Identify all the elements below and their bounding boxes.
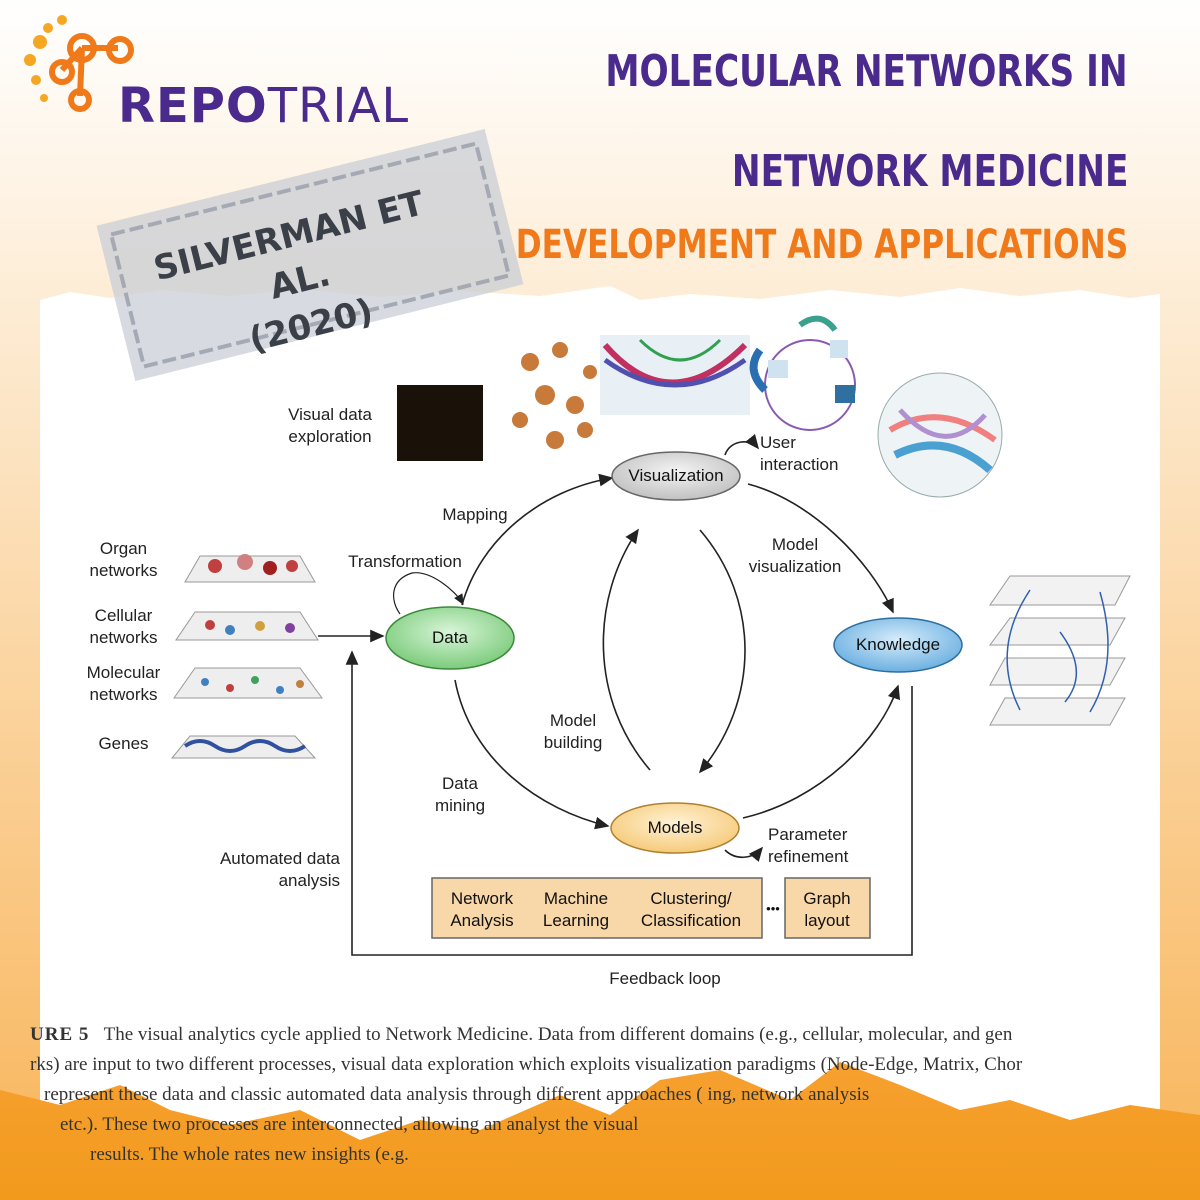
citation-stamp bbox=[96, 128, 524, 382]
label-automated-data-analysis-1: Automated data bbox=[219, 849, 340, 868]
method-clustering-classification-2: Classification bbox=[640, 911, 742, 930]
label-organ-networks-2: networks bbox=[89, 561, 158, 580]
label-parameter-refinement-1: Parameter bbox=[768, 825, 848, 844]
method-clustering-classification-1: Clustering/ bbox=[650, 889, 732, 908]
node-models bbox=[610, 802, 740, 854]
method-network-analysis-2: Analysis bbox=[450, 911, 514, 930]
label-visual-data-exploration: Visual data exploration bbox=[270, 404, 390, 448]
label-cellular-networks-2: networks bbox=[89, 628, 158, 647]
label-visual-data-exploration-1: Visual data bbox=[288, 405, 372, 424]
methods-box bbox=[431, 877, 763, 939]
arrow-transformation-loop bbox=[393, 572, 464, 615]
title-line-2: NETWORK MEDICINE bbox=[731, 146, 1128, 197]
label-mapping: Mapping bbox=[442, 505, 508, 524]
label-parameter-refinement-2: refinement bbox=[768, 847, 849, 866]
method-clustering-classification: Clustering/ Classification bbox=[628, 888, 754, 932]
node-visualization bbox=[611, 451, 741, 501]
label-feedback-loop: Feedback loop bbox=[609, 969, 721, 988]
label-user-interaction-2: interaction bbox=[760, 455, 839, 474]
method-graph-layout-1: Graph bbox=[803, 889, 851, 908]
label-automated-data-analysis-2: analysis bbox=[278, 871, 340, 890]
brand-name-bold: REPO bbox=[118, 78, 268, 134]
cluster-thumbnail bbox=[512, 342, 597, 449]
arrow-feedback-loop bbox=[345, 650, 913, 956]
layer-stack-right bbox=[989, 575, 1131, 726]
arrow-data-to-visualization bbox=[461, 473, 614, 606]
label-model-building-1: Model bbox=[549, 711, 597, 730]
repotrial-logo-mark bbox=[24, 15, 134, 112]
label-data-mining-2: mining bbox=[434, 796, 486, 815]
brand-name-light: TRIAL bbox=[267, 78, 410, 134]
label-transformation: Transformation bbox=[348, 552, 462, 571]
label-model-visualization-2: visualization bbox=[748, 557, 842, 576]
method-ellipsis: ••• bbox=[766, 901, 780, 916]
figure-caption: URE 5 The visual analytics cycle applied… bbox=[30, 1020, 1180, 1170]
method-graph-layout-2: layout bbox=[804, 911, 850, 930]
label-visual-data-exploration-2: exploration bbox=[288, 427, 372, 446]
caption-line-5: results. The whole rates new insights (e… bbox=[90, 1144, 409, 1165]
label-model-visualization-1: Model bbox=[771, 535, 819, 554]
cycle-arrows bbox=[318, 434, 913, 956]
node-link-thumbnail bbox=[749, 315, 856, 431]
layer-stack-left-content bbox=[183, 554, 307, 753]
caption-line-4: etc.). These two processes are interconn… bbox=[60, 1114, 639, 1135]
label-organ-networks: Organ networks bbox=[76, 538, 171, 582]
label-molecular-networks-1: Molecular bbox=[86, 663, 161, 682]
method-machine-learning: Machine Learning bbox=[534, 888, 618, 932]
graph-layout-box bbox=[784, 877, 871, 939]
node-knowledge-label: Knowledge bbox=[855, 635, 941, 654]
arrow-parameter-refinement-loop bbox=[724, 846, 764, 862]
label-cellular-networks-1: Cellular bbox=[94, 606, 153, 625]
label-data-mining-1: Data bbox=[442, 774, 478, 793]
label-model-visualization: Model visualization bbox=[730, 534, 860, 578]
label-genes: Genes bbox=[98, 734, 149, 753]
arrow-models-to-knowledge bbox=[742, 684, 901, 819]
label-molecular-networks-2: networks bbox=[89, 685, 158, 704]
method-graph-layout: Graph layout bbox=[787, 888, 867, 932]
arrow-visualization-to-knowledge bbox=[747, 483, 894, 614]
label-automated-data-analysis: Automated data analysis bbox=[195, 848, 340, 892]
node-knowledge bbox=[833, 617, 963, 673]
torn-paper-sheet bbox=[40, 286, 1160, 1200]
arrow-user-interaction-loop bbox=[724, 434, 760, 456]
label-user-interaction: User interaction bbox=[760, 432, 860, 476]
node-models-label: Models bbox=[647, 818, 703, 837]
label-user-interaction-1: User bbox=[760, 433, 796, 452]
brand-wordmark: REPOTRIAL bbox=[118, 78, 409, 134]
arrow-visualization-to-models bbox=[698, 529, 746, 774]
caption-line-2: rks) are input to two different processe… bbox=[30, 1054, 1023, 1075]
layer-stack-right-links bbox=[1006, 589, 1109, 713]
label-cellular-networks: Cellular networks bbox=[76, 605, 171, 649]
arrow-data-to-models bbox=[454, 679, 610, 830]
node-data bbox=[385, 606, 515, 670]
arc-thumbnail bbox=[600, 335, 750, 415]
label-molecular-networks: Molecular networks bbox=[76, 662, 171, 706]
method-network-analysis: Network Analysis bbox=[440, 888, 524, 932]
node-visualization-label: Visualization bbox=[628, 466, 724, 485]
caption-lead: URE 5 bbox=[30, 1024, 90, 1045]
title-line-1: MOLECULAR NETWORKS IN bbox=[605, 46, 1128, 97]
label-parameter-refinement: Parameter refinement bbox=[768, 824, 878, 868]
chord-thumbnail bbox=[877, 372, 1003, 498]
label-model-building: Model building bbox=[528, 710, 618, 754]
node-data-label: Data bbox=[432, 628, 468, 647]
label-organ-networks-1: Organ bbox=[99, 539, 148, 558]
caption-line-3: represent these data and classic automat… bbox=[44, 1084, 870, 1105]
method-machine-learning-2: Learning bbox=[542, 911, 610, 930]
caption-line-1: The visual analytics cycle applied to Ne… bbox=[103, 1024, 1013, 1045]
label-model-building-2: building bbox=[543, 733, 603, 752]
method-machine-learning-1: Machine bbox=[543, 889, 609, 908]
bottom-orange-wave bbox=[0, 1062, 1200, 1200]
matrix-thumbnail bbox=[397, 385, 483, 461]
arrow-models-to-visualization bbox=[602, 528, 651, 771]
label-data-mining: Data mining bbox=[420, 773, 500, 817]
method-network-analysis-1: Network bbox=[450, 889, 514, 908]
subtitle: DEVELOPMENT AND APPLICATIONS bbox=[515, 222, 1128, 268]
